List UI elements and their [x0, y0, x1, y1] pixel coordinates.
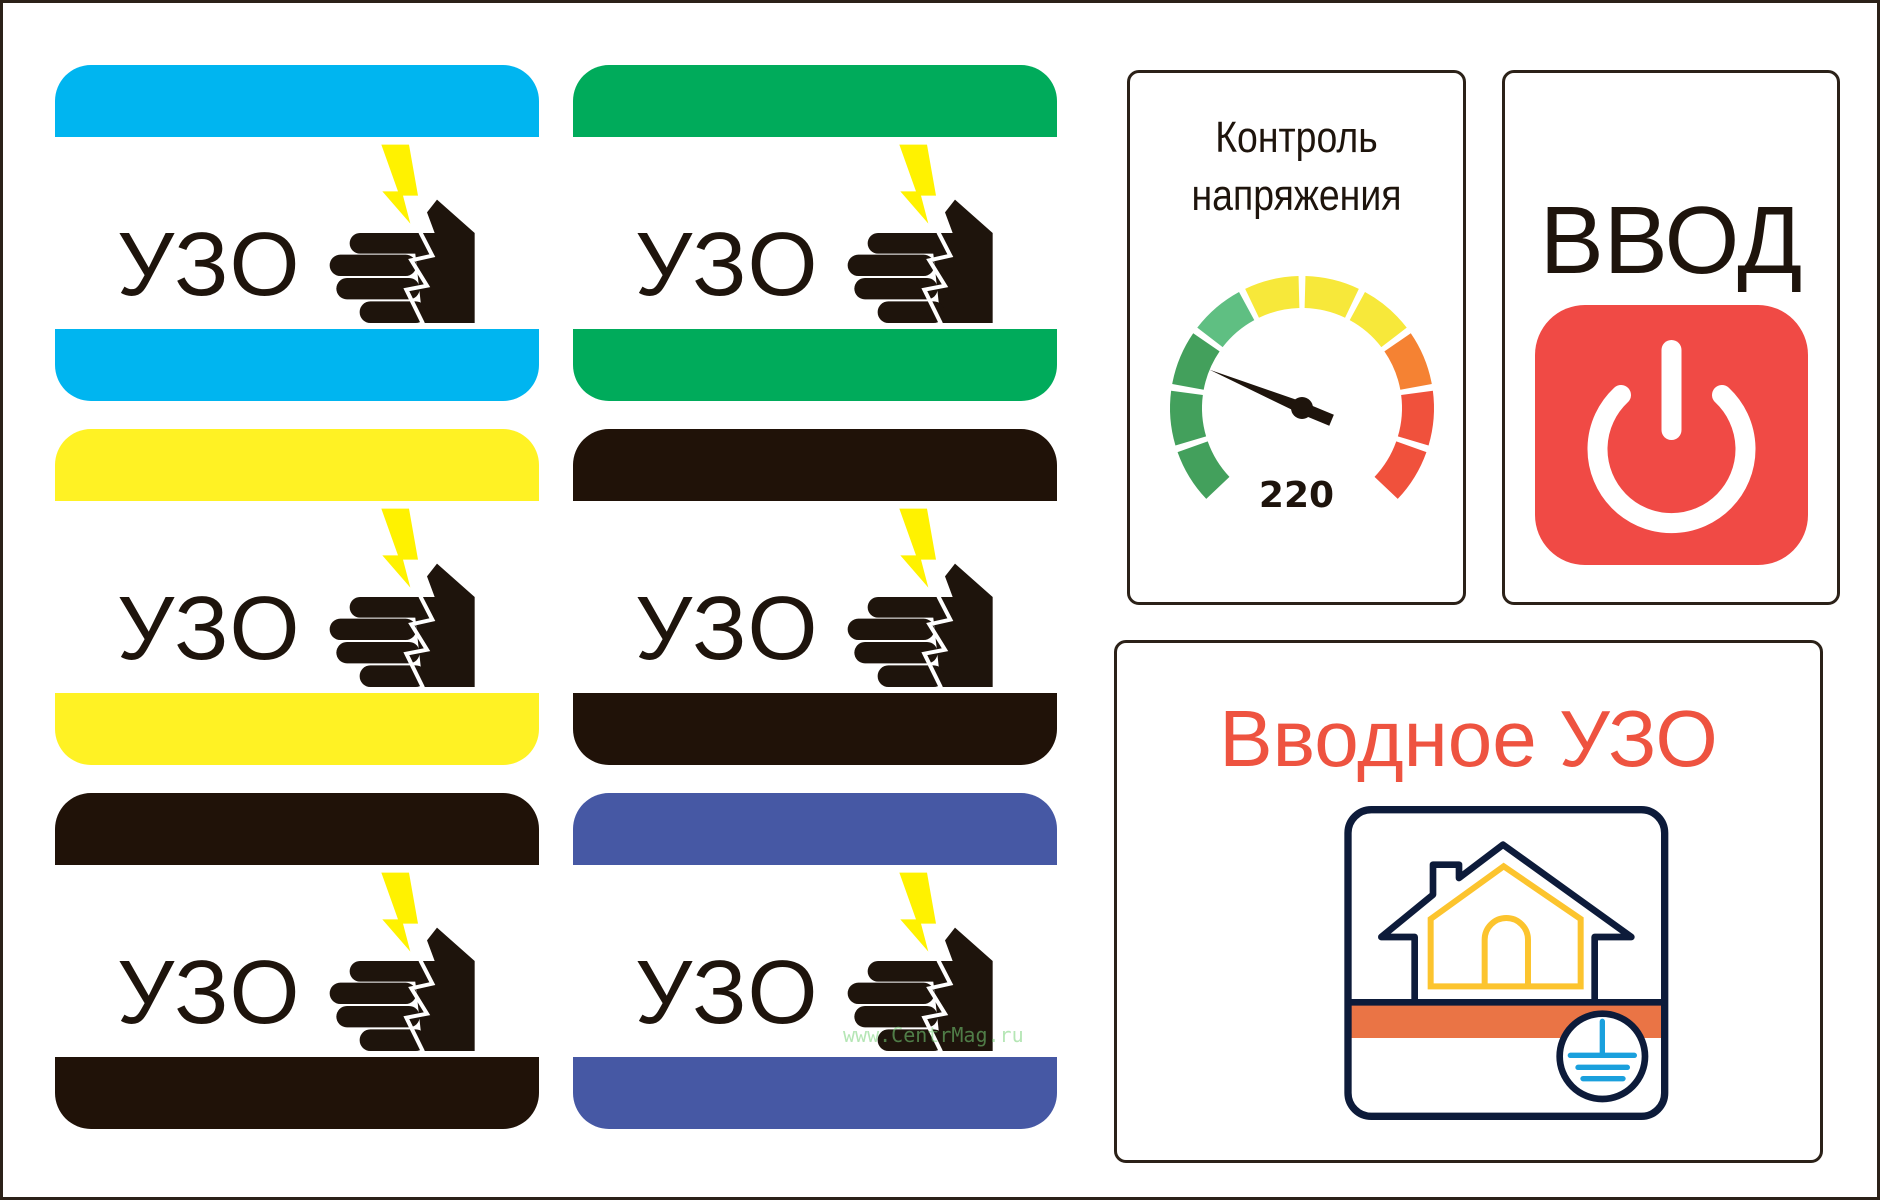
rcd-label-text: УЗО: [117, 579, 302, 679]
gauge-segment: [1384, 333, 1432, 390]
gauge-title-line1: Контроль: [1215, 113, 1378, 162]
input-rcd-panel: Вводное УЗО: [1114, 640, 1823, 1163]
vvod-title: ВВОД: [1539, 187, 1803, 294]
voltage-gauge-icon: [1170, 276, 1434, 499]
gauge-segment: [1245, 276, 1300, 318]
gauge-segment: [1374, 441, 1427, 499]
rcd-label-text: УЗО: [635, 215, 820, 315]
color-band-top: [55, 65, 539, 137]
power-icon: [1587, 340, 1756, 534]
electric-shock-hand-icon: [329, 872, 475, 1053]
voltage-control-panel: Контроль напряжения 220: [1127, 70, 1466, 605]
rcd-label-card: УЗО: [55, 65, 539, 401]
gauge-segment: [1397, 390, 1434, 446]
gauge-value: 220: [1258, 475, 1335, 516]
gauge-segment: [1197, 291, 1255, 348]
electric-shock-hand-icon: [329, 144, 475, 325]
color-band-bottom: [55, 693, 539, 765]
electric-shock-hand-icon: [329, 508, 475, 689]
input-power-panel: ВВОД: [1502, 70, 1840, 605]
electric-shock-hand-icon: [847, 508, 993, 689]
rcd-label-text: УЗО: [635, 943, 820, 1043]
gauge-hub: [1291, 397, 1313, 419]
rcd-label-text: УЗО: [635, 579, 820, 679]
color-band-bottom: [55, 329, 539, 401]
input-rcd-title: Вводное УЗО: [1219, 694, 1718, 783]
watermark: www.CentrMag.ru: [843, 1023, 1024, 1047]
color-band-bottom: [573, 329, 1057, 401]
gauge-needle: [1209, 369, 1334, 426]
power-button[interactable]: [1535, 305, 1808, 565]
color-band-bottom: [573, 1057, 1057, 1129]
rcd-label-card: УЗО: [573, 793, 1057, 1129]
gauge-segment: [1349, 291, 1407, 348]
rcd-label-text: УЗО: [117, 215, 302, 315]
rcd-label-card: УЗО: [573, 429, 1057, 765]
color-band-top: [55, 429, 539, 501]
gauge-title-line2: напряжения: [1191, 171, 1402, 220]
gauge-segment: [1177, 441, 1230, 499]
color-band-top: [573, 65, 1057, 137]
color-band-bottom: [55, 1057, 539, 1129]
gauge-segment: [1170, 390, 1207, 446]
house-grounding-icon: [1344, 806, 1669, 1120]
gauge-segment: [1172, 333, 1220, 390]
rcd-label-text: УЗО: [117, 943, 302, 1043]
electric-shock-hand-icon: [847, 872, 993, 1053]
color-band-bottom: [573, 693, 1057, 765]
rcd-label-card: УЗО: [573, 65, 1057, 401]
rcd-label-card: УЗО: [55, 429, 539, 765]
color-band-top: [573, 429, 1057, 501]
gauge-segment: [1304, 276, 1359, 318]
electric-shock-hand-icon: [847, 144, 993, 325]
color-band-top: [55, 793, 539, 865]
rcd-label-card: УЗО: [55, 793, 539, 1129]
color-band-top: [573, 793, 1057, 865]
